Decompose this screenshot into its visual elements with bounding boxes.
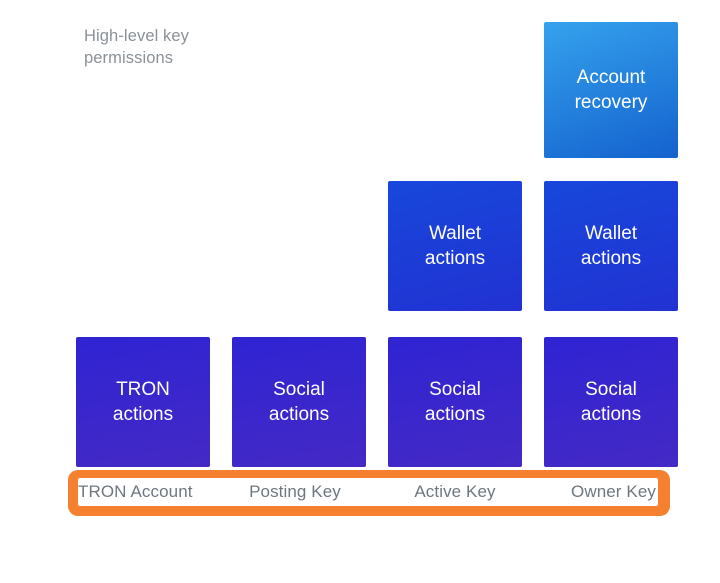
key-label-active-key: Active Key	[414, 482, 496, 501]
key-label-tron-account: TRON Account	[78, 482, 193, 501]
key-label-owner-key: Owner Key	[571, 482, 656, 501]
box-label: Wallet actions	[424, 222, 486, 269]
box-label: Social actions	[580, 378, 642, 425]
box-label: Social actions	[268, 378, 330, 425]
box-account-recovery: Account recovery	[544, 22, 678, 158]
keys-bar-inner: TRON Account Posting Key Active Key Owne…	[78, 478, 658, 506]
box-social-actions-active: Social actions	[388, 337, 522, 467]
box-label: TRON actions	[112, 378, 174, 425]
box-label: Wallet actions	[580, 222, 642, 269]
box-tron-actions: TRON actions	[76, 337, 210, 467]
box-label: Social actions	[424, 378, 486, 425]
box-wallet-actions-owner: Wallet actions	[544, 181, 678, 311]
box-label: Account recovery	[574, 66, 648, 113]
keys-highlight-bar: TRON Account Posting Key Active Key Owne…	[68, 470, 670, 516]
key-label-posting-key: Posting Key	[249, 482, 341, 501]
box-wallet-actions-active: Wallet actions	[388, 181, 522, 311]
diagram-title: High-level key permissions	[84, 27, 190, 67]
box-social-actions-owner: Social actions	[544, 337, 678, 467]
box-social-actions-posting: Social actions	[232, 337, 366, 467]
